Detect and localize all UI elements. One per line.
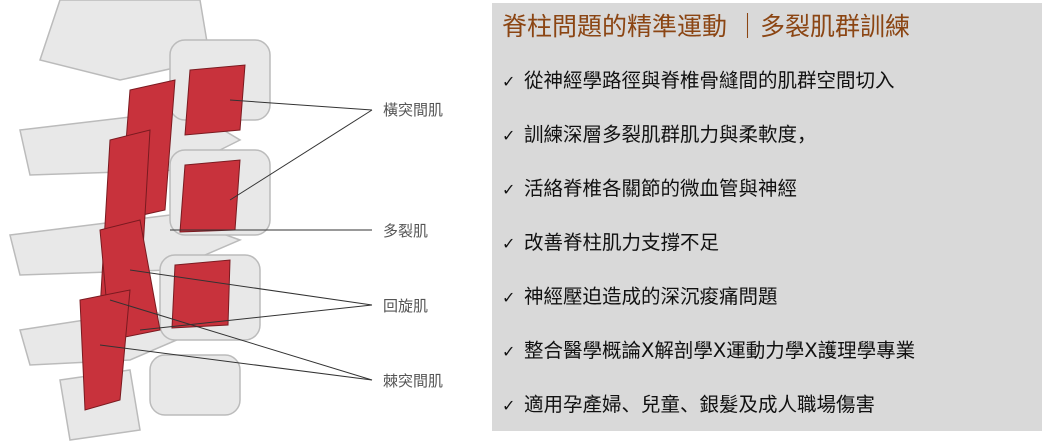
label-intertransversarii: 橫突間肌 (383, 101, 444, 119)
check-icon: ✓ (502, 288, 516, 307)
list-item-text: 活絡脊椎各關節的微血管與神經 (524, 177, 798, 200)
label-rotatores: 回旋肌 (383, 297, 429, 315)
check-icon: ✓ (502, 396, 516, 415)
check-icon: ✓ (502, 180, 516, 199)
panel-title: 脊柱問題的精準運動 ｜多裂肌群訓練 (502, 12, 910, 41)
list-item: ✓ 適用孕產婦、兒童、銀髮及成人職場傷害 (502, 388, 875, 417)
list-item: ✓ 改善脊柱肌力支撐不足 (502, 226, 719, 255)
list-item-text: 改善脊柱肌力支撐不足 (524, 231, 720, 254)
list-item-text: 適用孕產婦、兒童、銀髮及成人職場傷害 (524, 393, 876, 416)
list-item-text: 訓練深層多裂肌群肌力與柔軟度， (524, 123, 817, 146)
list-item: ✓ 從神經學路徑與脊椎骨縫間的肌群空間切入 (502, 64, 895, 93)
label-interspinales: 棘突間肌 (383, 372, 444, 390)
check-icon: ✓ (502, 342, 516, 361)
label-multifidus: 多裂肌 (383, 222, 429, 240)
check-icon: ✓ (502, 234, 516, 253)
check-icon: ✓ (502, 126, 516, 145)
check-icon: ✓ (502, 72, 516, 91)
list-item-text: 整合醫學概論X解剖學X運動力學X護理學專業 (524, 339, 916, 362)
spine-muscle-illustration (9, 0, 373, 441)
list-item-text: 神經壓迫造成的深沉痠痛問題 (524, 285, 778, 308)
list-item: ✓ 神經壓迫造成的深沉痠痛問題 (502, 280, 778, 309)
list-item: ✓ 訓練深層多裂肌群肌力與柔軟度， (502, 118, 817, 147)
list-item: ✓ 活絡脊椎各關節的微血管與神經 (502, 172, 797, 201)
list-item-text: 從神經學路徑與脊椎骨縫間的肌群空間切入 (524, 69, 895, 92)
info-panel: 脊柱問題的精準運動 ｜多裂肌群訓練 ✓ 從神經學路徑與脊椎骨縫間的肌群空間切入 ✓… (492, 3, 1042, 431)
list-item: ✓ 整合醫學概論X解剖學X運動力學X護理學專業 (502, 334, 915, 363)
